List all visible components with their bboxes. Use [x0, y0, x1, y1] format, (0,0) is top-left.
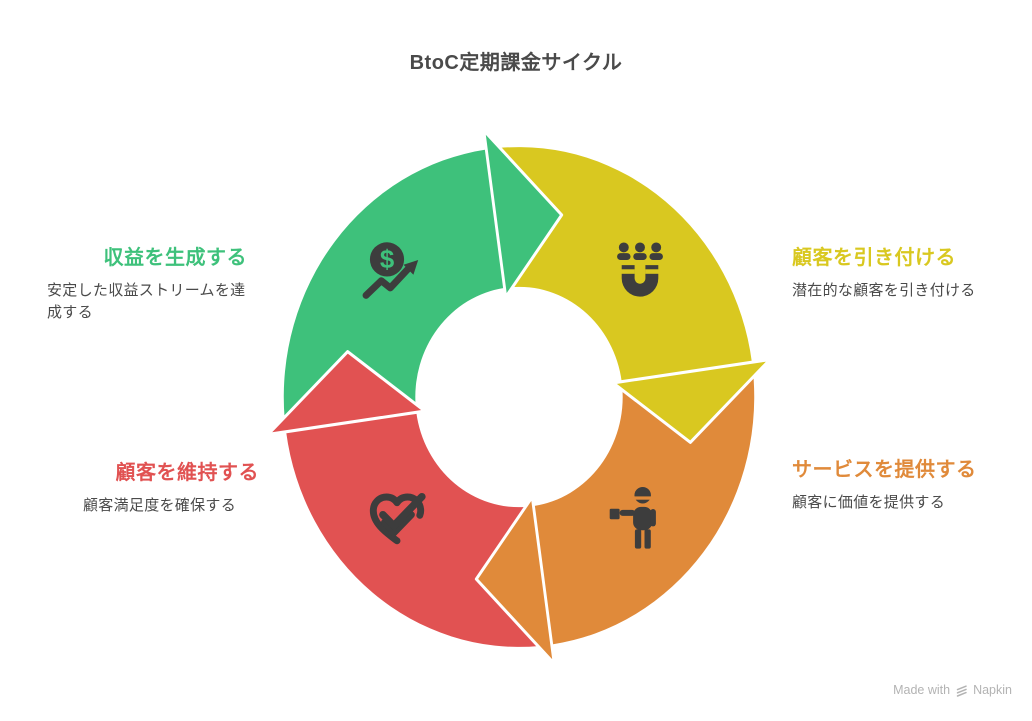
label-heading-provide-service: サービスを提供する [792, 459, 977, 481]
label-desc-attract-customers: 潜在的な顧客を引き付ける [792, 282, 976, 299]
watermark-prefix: Made with [893, 683, 951, 697]
arrow-head-generate-revenue [482, 128, 564, 299]
magnet-attract-icon [617, 242, 663, 297]
label-attract-customers: 顧客を引き付ける 潜在的な顧客を引き付ける [792, 241, 1022, 302]
watermark: Made with Napkin [893, 683, 1012, 697]
diagram-title: BtoC定期課金サイクル [409, 52, 623, 74]
arrow-body-attract-customers [498, 147, 752, 382]
label-heading-generate-revenue: 収益を生成する [103, 247, 247, 269]
heart-check-icon [369, 492, 426, 545]
arrow-head-attract-customers [611, 358, 772, 444]
label-retain-customers: 顧客を維持する 顧客満足度を確保する [83, 456, 259, 517]
watermark-brand: Napkin [973, 683, 1012, 697]
dollar-sign: $ [380, 246, 394, 274]
label-heading-attract-customers: 顧客を引き付ける [792, 247, 956, 269]
label-desc-retain-customers: 顧客満足度を確保する [83, 497, 237, 514]
label-generate-revenue: 収益を生成する 安定した収益ストリームを達成する [47, 241, 247, 324]
arrow-head-retain-customers [266, 350, 427, 436]
label-desc-provide-service: 顧客に価値を提供する [792, 494, 946, 511]
label-provide-service: サービスを提供する 顧客に価値を提供する [792, 453, 1022, 514]
arrow-head-provide-service [474, 495, 556, 666]
arrow-heads [266, 128, 772, 666]
arrow-body-retain-customers [286, 412, 540, 647]
cap-brim [632, 496, 653, 500]
service-person-icon [609, 486, 656, 549]
label-heading-retain-customers: 顧客を維持する [115, 462, 259, 484]
label-desc-generate-revenue: 安定した収益ストリームを達成する [47, 282, 246, 321]
money-growth-icon: $ [362, 242, 419, 299]
napkin-logo-icon [956, 685, 967, 697]
